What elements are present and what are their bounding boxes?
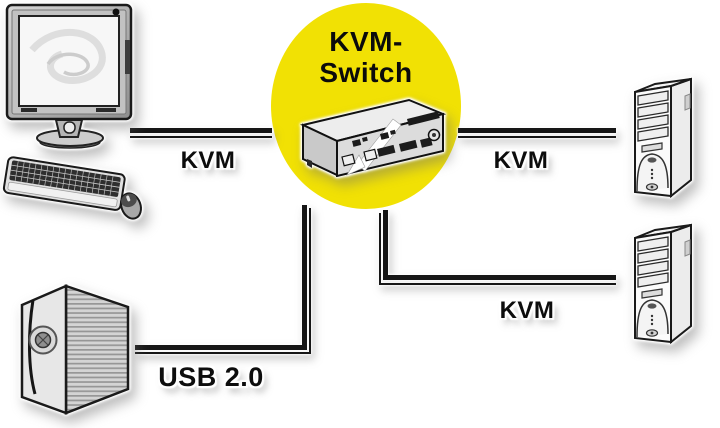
cable-thick-line xyxy=(135,205,307,350)
keyboard xyxy=(2,156,126,211)
mouse xyxy=(120,192,142,220)
cable-thin-line xyxy=(379,213,616,285)
monitor-icon xyxy=(5,3,133,149)
hub-title-line2: Switch xyxy=(319,57,413,88)
cable-thin-line xyxy=(135,208,311,354)
cable-thick-line xyxy=(130,128,272,133)
hub-title: KVM- Switch xyxy=(271,26,461,88)
highlight-circle xyxy=(271,3,461,209)
monitor-illustration xyxy=(4,2,138,150)
cable-thin-line xyxy=(130,136,272,138)
external-drive-illustration xyxy=(8,274,134,420)
label-kvm-right-bottom: KVM xyxy=(499,297,555,324)
computer-tower-icon xyxy=(634,77,692,199)
monitor-power-led xyxy=(112,8,120,16)
cable-switch-to-computer-1 xyxy=(458,128,616,138)
label-usb: USB 2.0 xyxy=(158,362,264,392)
kvm-switch-illustration xyxy=(297,93,449,178)
keyboard-mouse-illustration xyxy=(2,152,144,226)
cable-thick-line xyxy=(458,128,616,133)
label-kvm-left: KVM xyxy=(180,147,236,174)
keyboard-mouse-icon xyxy=(2,156,142,220)
cable-thin-line xyxy=(458,136,616,138)
cable-thick-line xyxy=(383,210,616,280)
external-drive-icon xyxy=(20,284,130,415)
switch-ports xyxy=(341,111,441,167)
computer-tower-1-illustration xyxy=(629,74,697,202)
hub-title-line1: KVM- xyxy=(329,26,403,57)
computer-tower-icon xyxy=(634,223,692,345)
cable-monitor-to-switch xyxy=(130,128,272,138)
computer-tower-2-illustration xyxy=(629,220,697,348)
label-kvm-right-top: KVM xyxy=(493,147,549,174)
kvm-switch-icon xyxy=(299,98,447,178)
